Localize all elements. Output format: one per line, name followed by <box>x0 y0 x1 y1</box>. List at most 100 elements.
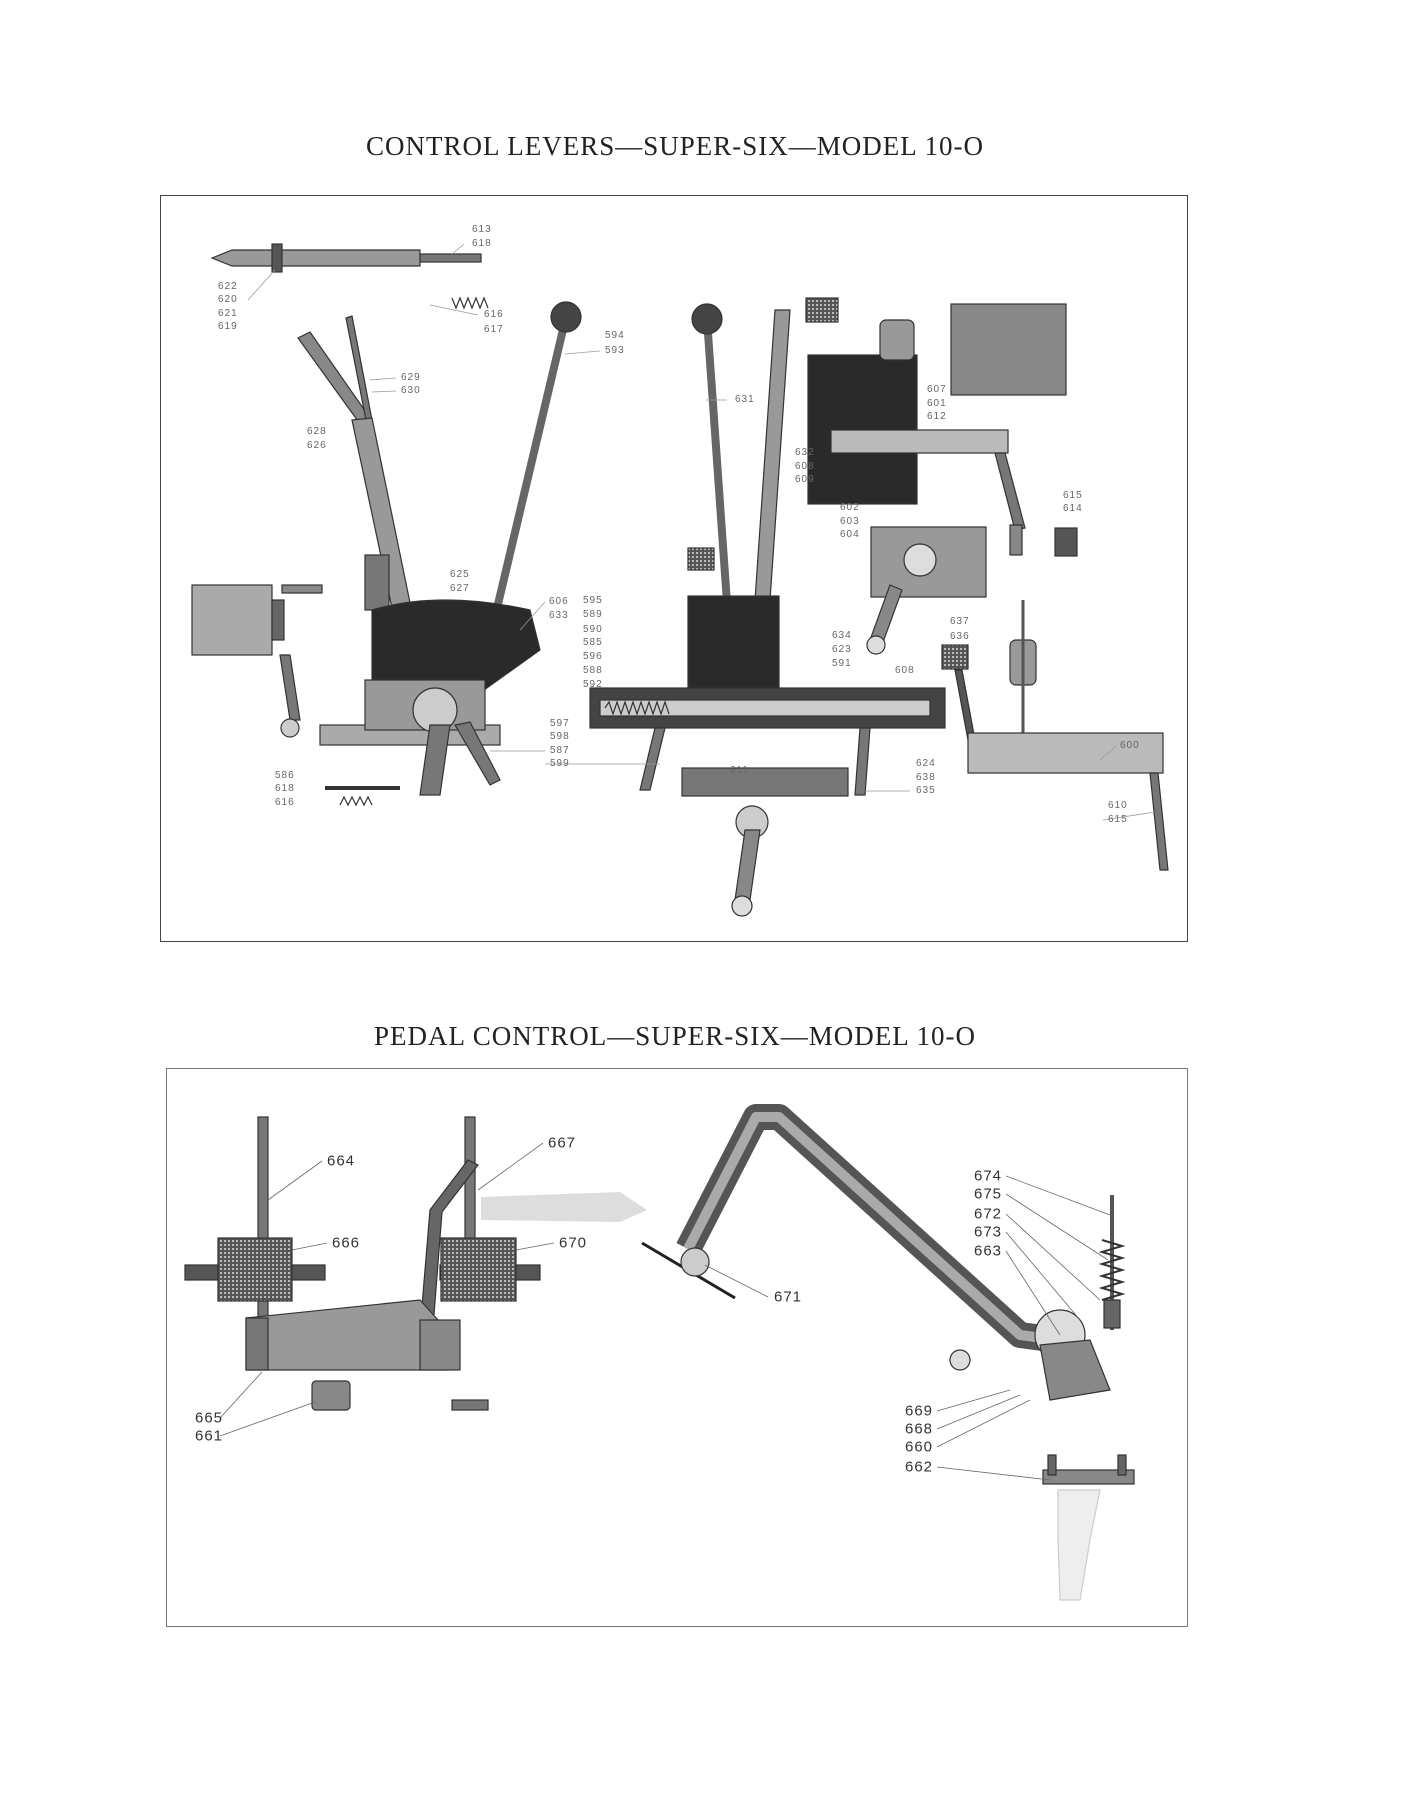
part-number-callout: 607 <box>927 384 947 395</box>
part-number-callout: 632 <box>795 447 815 458</box>
part-number-callout: 591 <box>832 658 852 669</box>
part-number-callout: 638 <box>916 772 936 783</box>
part-number-callout: 619 <box>218 321 238 332</box>
part-number-callout: 588 <box>583 665 603 676</box>
brake-sector <box>371 599 541 701</box>
pedal-cross-shaft <box>245 1299 489 1411</box>
part-number-callout: 622 <box>218 281 238 292</box>
part-number-callout: 616 <box>484 309 504 320</box>
part-number-callout: 618 <box>472 238 492 249</box>
part-number-callout: 634 <box>832 630 852 641</box>
part-number-callout: 598 <box>550 731 570 742</box>
part-number-callout: 663 <box>974 1242 1003 1260</box>
ghost-lever <box>481 1192 647 1222</box>
part-number-callout: 672 <box>974 1205 1003 1223</box>
part-number-callout: 609 <box>795 474 815 485</box>
part-number-callout: 604 <box>840 529 860 540</box>
control-levers-parts <box>191 243 1169 917</box>
brake-pedal-rod <box>419 1116 541 1342</box>
part-number-callout: 670 <box>559 1234 588 1252</box>
part-number-callout: 615 <box>1063 490 1083 501</box>
part-number-callout: 589 <box>583 609 603 620</box>
cross-shaft-housing <box>866 526 987 655</box>
cover-plate <box>950 303 1067 396</box>
part-number-callout: 665 <box>195 1409 224 1427</box>
part-number-callout: 625 <box>450 569 470 580</box>
part-number-callout: 615 <box>1108 814 1128 825</box>
part-number-callout: 613 <box>472 224 492 235</box>
clutch-pedal-assembly <box>805 297 1078 557</box>
part-number-callout: 614 <box>1063 503 1083 514</box>
part-number-callout: 671 <box>774 1288 803 1306</box>
part-number-callout: 637 <box>950 616 970 627</box>
part-number-callout: 674 <box>974 1167 1003 1185</box>
control-levers-figure-frame <box>160 195 1188 942</box>
part-number-callout: 624 <box>916 758 936 769</box>
part-number-callout: 621 <box>218 308 238 319</box>
part-number-callout: 611 <box>730 765 749 776</box>
accelerator-pedal-arm <box>641 1104 1111 1401</box>
part-number-callout: 628 <box>307 426 327 437</box>
accelerator-spring <box>1098 1195 1126 1330</box>
part-number-callout: 631 <box>735 394 755 405</box>
side-bracket <box>191 584 323 738</box>
part-number-callout: 636 <box>950 631 970 642</box>
bottom-bracket <box>681 767 849 917</box>
part-number-callout: 635 <box>916 785 936 796</box>
part-number-callout: 629 <box>401 372 421 383</box>
part-number-callout: 626 <box>307 440 327 451</box>
part-number-callout: 627 <box>450 583 470 594</box>
part-number-callout: 662 <box>905 1458 934 1476</box>
part-number-callout: 593 <box>605 345 625 356</box>
bottom-leader-lines <box>219 1142 1111 1481</box>
part-number-callout: 587 <box>550 745 570 756</box>
shift-shaft <box>210 243 482 273</box>
part-number-callout: 586 <box>275 770 295 781</box>
part-number-callout: 602 <box>840 502 860 513</box>
part-number-callout: 585 <box>583 637 603 648</box>
part-number-callout: 597 <box>550 718 570 729</box>
part-number-callout: 617 <box>484 324 504 335</box>
part-number-callout: 610 <box>1108 800 1128 811</box>
part-number-callout: 603 <box>840 516 860 527</box>
control-levers-title: CONTROL LEVERS—SUPER-SIX—MODEL 10-O <box>365 131 984 161</box>
part-number-callout: 660 <box>905 1438 934 1456</box>
lever-base <box>319 679 501 807</box>
pedal-control-figure-frame <box>166 1068 1188 1627</box>
part-number-callout: 590 <box>583 624 603 635</box>
part-number-callout: 664 <box>327 1152 356 1170</box>
part-number-callout: 630 <box>401 385 421 396</box>
part-number-callout: 661 <box>195 1427 224 1445</box>
part-number-callout: 669 <box>905 1402 934 1420</box>
part-number-callout: 616 <box>275 797 295 808</box>
shift-rail-tube <box>589 687 946 796</box>
mounting-bracket <box>1042 1454 1135 1601</box>
part-number-callout: 675 <box>974 1185 1003 1203</box>
part-number-callout: 612 <box>927 411 947 422</box>
part-number-callout: 608 <box>795 461 815 472</box>
part-number-callout: 592 <box>583 679 603 690</box>
top-leader-lines <box>247 243 1156 821</box>
part-number-callout: 600 <box>1120 740 1140 751</box>
part-number-callout: 623 <box>832 644 852 655</box>
part-number-callout: 606 <box>549 596 569 607</box>
part-number-callout: 601 <box>927 398 947 409</box>
part-number-callout: 620 <box>218 294 238 305</box>
part-number-callout: 633 <box>549 610 569 621</box>
pedal-control-title: PEDAL CONTROL—SUPER-SIX—MODEL 10-O <box>373 1021 976 1051</box>
part-number-callout: 666 <box>332 1234 361 1252</box>
part-number-callout: 595 <box>583 595 603 606</box>
pedal-control-parts <box>184 1104 1135 1601</box>
gear-shift-lever-center <box>687 303 791 700</box>
brake-pedal-assembly <box>941 600 1169 871</box>
part-number-callout: 618 <box>275 783 295 794</box>
part-number-callout: 673 <box>974 1223 1003 1241</box>
part-number-callout: 667 <box>548 1134 577 1152</box>
clutch-pedal-rod <box>184 1116 326 1348</box>
part-number-callout: 594 <box>605 330 625 341</box>
part-number-callout: 668 <box>905 1420 934 1438</box>
part-number-callout: 599 <box>550 758 570 769</box>
spring <box>451 296 489 310</box>
part-number-callout: 608 <box>895 665 915 676</box>
